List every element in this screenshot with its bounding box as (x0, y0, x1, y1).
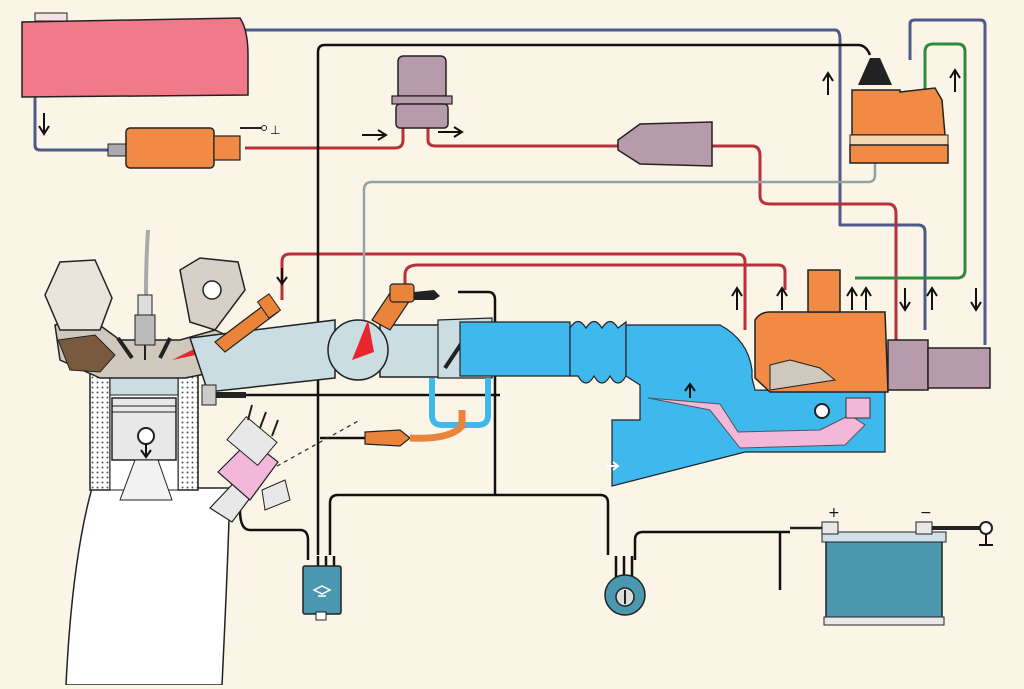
cam-wheel (202, 280, 222, 300)
fuel-accumulator (362, 55, 464, 141)
main-injector (371, 283, 440, 331)
filter-to-distributor (712, 144, 898, 340)
intake-bellows (569, 320, 627, 384)
arrow-icon (970, 288, 982, 312)
ignition-switch (604, 574, 646, 616)
warm-up-regulator (887, 339, 929, 391)
rocker-cover-left (44, 259, 113, 331)
pump-body (125, 127, 215, 169)
crankcase (65, 487, 231, 686)
fuel-filter (617, 121, 713, 167)
arrow-icon (276, 268, 288, 286)
arrow-icon (926, 286, 938, 310)
air-inlet-arrow-icon (606, 461, 620, 471)
cold-start-valve (214, 293, 282, 353)
air-intake-duct (459, 321, 571, 377)
thermo-time-switch (364, 410, 466, 447)
pump-ground-label: ⊥ (270, 123, 280, 137)
arrow-icon (438, 126, 464, 138)
wire-to-injector-valve (458, 290, 497, 495)
piston-pin (137, 427, 155, 445)
accumulator-to-filter (426, 128, 620, 148)
battery: + − (790, 505, 993, 626)
fuel-tank (21, 12, 249, 136)
air-up-arrow-icon (684, 382, 696, 398)
cylinder-wall-right (177, 369, 199, 491)
arrow-icon (846, 286, 858, 310)
ignition-wire-to-relay (238, 509, 310, 560)
electrical-wiring (225, 43, 872, 590)
spark-plug (134, 229, 156, 360)
air-line (362, 160, 877, 320)
counterweight (845, 397, 871, 419)
fuel-pump: ⊥ (107, 123, 280, 169)
connecting-rod (119, 459, 173, 501)
tank-cap (34, 12, 68, 22)
fuel-distributor (754, 269, 991, 393)
battery-minus-label: − (920, 505, 932, 521)
distributor-to-injector-main (403, 263, 787, 290)
arrow-icon (776, 286, 788, 310)
temperature-sensor (201, 384, 246, 406)
exhaust-port (57, 334, 116, 373)
distributor-ignition (209, 404, 291, 523)
distributor-to-cold-start (280, 252, 747, 330)
supply-fuel-lines (245, 128, 898, 340)
switch-to-battery (633, 530, 790, 560)
arrow-icon (949, 68, 961, 92)
pressure-regulator (927, 347, 991, 389)
arrow-icon (731, 286, 743, 310)
vacuum-line (855, 42, 967, 280)
engine (44, 229, 250, 686)
return-line-tank-top (245, 28, 927, 330)
return-fuel-lines (33, 18, 987, 345)
cylinder-wall-left (89, 369, 111, 491)
control-wire-top (316, 43, 872, 60)
distributor-grey-part (769, 359, 837, 391)
pump-to-accumulator (245, 128, 405, 150)
return-line-right (908, 18, 987, 345)
ground-icon (979, 534, 993, 546)
relay-icon (312, 585, 332, 597)
tank-outlet-line (33, 95, 108, 152)
piston-arrow-icon (140, 444, 152, 459)
valve-right (158, 337, 172, 359)
injector-spray-main (352, 320, 374, 360)
control-relay (302, 565, 342, 621)
arrow-icon (362, 129, 388, 141)
tank-body (21, 17, 249, 98)
intake-system (188, 317, 886, 487)
lever-pivot (814, 403, 830, 419)
arrow-icon (899, 288, 911, 312)
distributor-top-block (807, 269, 841, 313)
arrow-icon (822, 71, 834, 95)
battery-plus-label: + (828, 505, 840, 521)
distributor-flow-arrows (276, 268, 982, 312)
valve-left (116, 336, 134, 360)
bus-wire (328, 493, 610, 555)
sensor-plate-lever (647, 397, 866, 449)
tank-arrow-icon (38, 113, 50, 136)
arrow-icon (860, 286, 872, 310)
dashed-thermo-link (269, 419, 361, 471)
control-pressure-unit (822, 58, 961, 164)
